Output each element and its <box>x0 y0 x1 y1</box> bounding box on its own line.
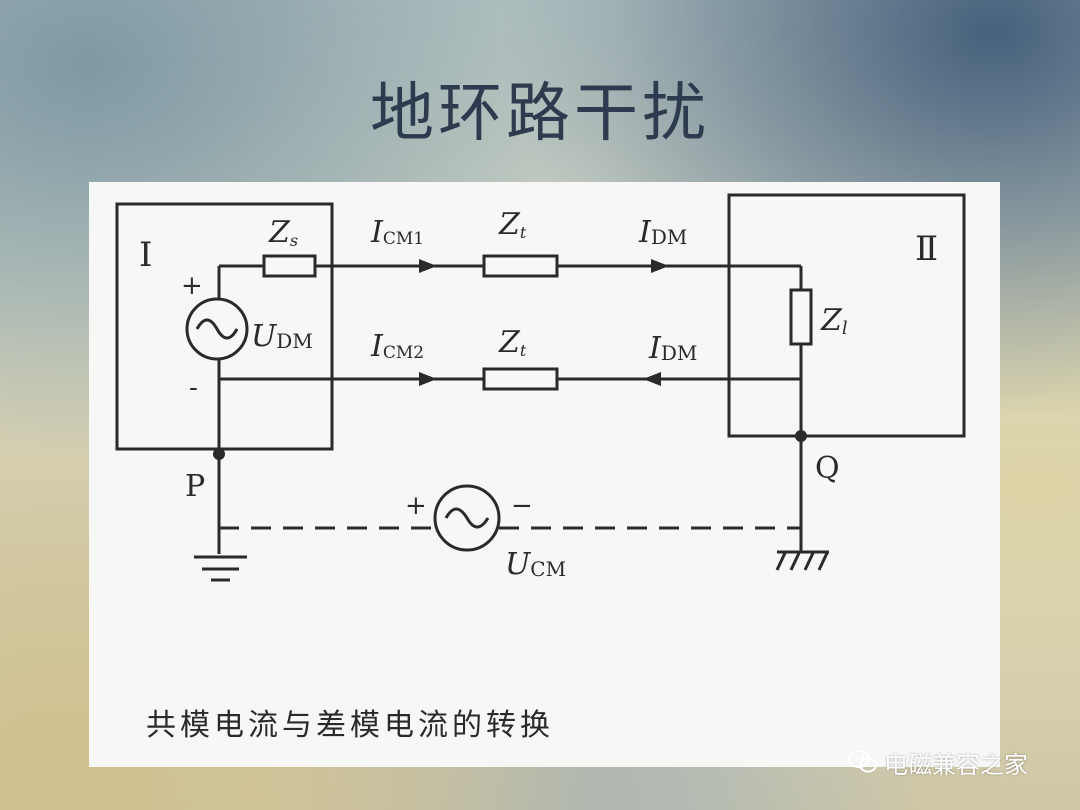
label-node-p: P <box>185 469 205 504</box>
label-ucm: UCM <box>505 547 566 582</box>
arrow-idm-top <box>651 259 669 273</box>
label-minus-cm: − <box>511 491 533 521</box>
label-box-left: I <box>139 235 152 275</box>
label-zt-top: Zt <box>498 207 527 242</box>
junction-q <box>795 430 807 442</box>
junction-p <box>213 448 225 460</box>
resistor-zs <box>262 254 317 278</box>
label-zs: Zs <box>268 215 298 250</box>
device-box-left <box>115 202 334 451</box>
arrow-icm2 <box>419 372 437 386</box>
device-box-right <box>727 193 966 438</box>
label-minus-left: - <box>189 373 198 403</box>
watermark-text: 电磁兼容之家 <box>884 750 1028 779</box>
wechat-icon <box>848 750 877 773</box>
label-udm: UDM <box>251 319 313 354</box>
arrow-idm-bottom <box>643 372 661 386</box>
source-udm-wave <box>195 318 239 340</box>
label-zt-bottom: Zt <box>498 325 527 360</box>
figure-caption: 共模电流与差模电流的转换 <box>146 708 554 743</box>
label-zl: Zl <box>820 303 848 339</box>
circuit-diagram: I Ⅱ Zs Zt Zt Zl ICM1 ICM2 IDM IDM UDM UC… <box>115 193 966 582</box>
circuit-figure: I Ⅱ Zs Zt Zt Zl ICM1 ICM2 IDM IDM UDM UC… <box>89 182 1000 767</box>
label-box-right: Ⅱ <box>915 229 938 269</box>
slide-title: 地环路干扰 <box>370 77 710 151</box>
label-plus-cm: + <box>405 491 427 521</box>
source-ucm-wave <box>444 507 490 529</box>
label-node-q: Q <box>815 451 840 486</box>
label-icm2: ICM2 <box>370 329 424 364</box>
resistor-zt-top <box>482 254 559 278</box>
watermark: 电磁兼容之家 <box>848 744 1028 780</box>
label-idm-top: IDM <box>638 215 687 250</box>
label-icm1: ICM1 <box>370 215 424 250</box>
arrow-icm1 <box>419 259 437 273</box>
label-idm-bottom: IDM <box>648 331 697 366</box>
resistor-zl <box>789 288 813 346</box>
label-plus-left: + <box>181 271 203 301</box>
resistor-zt-bottom <box>482 367 559 391</box>
